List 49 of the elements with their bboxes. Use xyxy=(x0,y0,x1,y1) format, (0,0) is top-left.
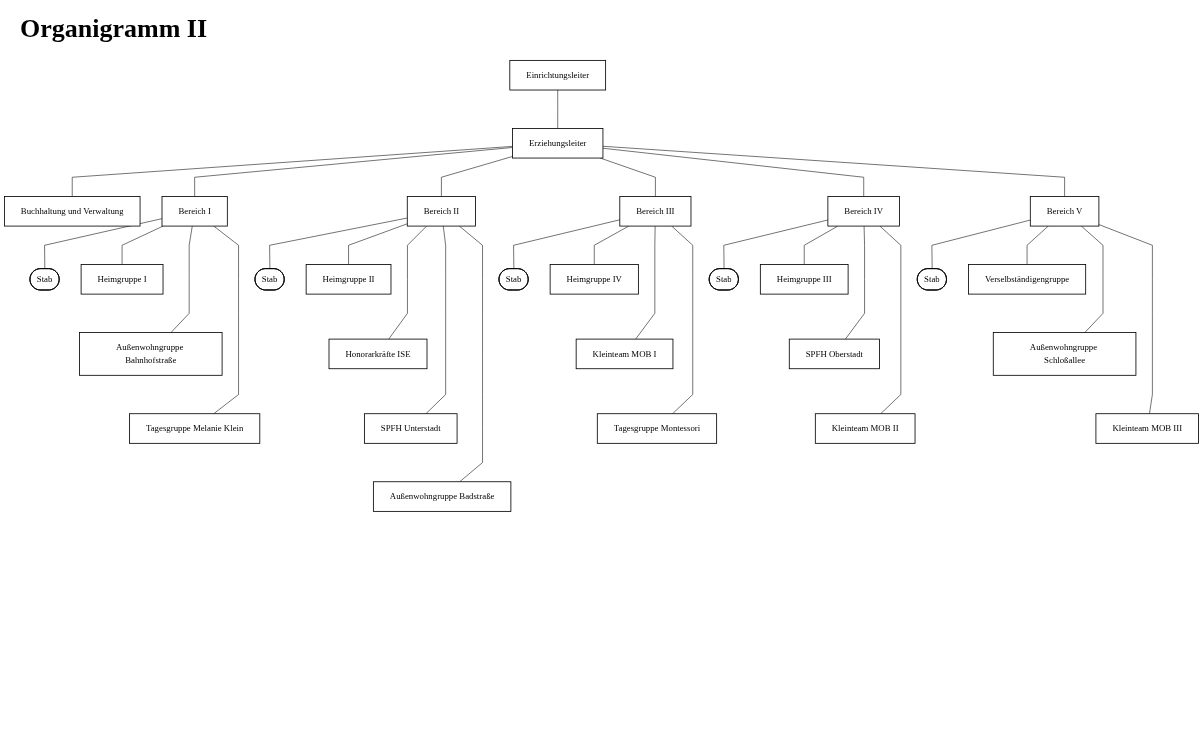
connector xyxy=(44,218,163,270)
node-box: Kleinteam MOB III xyxy=(1095,413,1199,444)
connector xyxy=(459,225,483,483)
node-box: SPFH Oberstadt xyxy=(788,338,880,370)
connector xyxy=(602,146,1065,197)
connector xyxy=(170,225,193,333)
node-box: Bereich I xyxy=(161,196,228,227)
node-box: Buchhaltung und Verwaltung xyxy=(4,196,141,227)
connector xyxy=(1081,225,1104,333)
connector xyxy=(602,148,864,197)
connector xyxy=(879,225,902,414)
connector xyxy=(213,225,239,414)
node-box: SPFH Unterstadt xyxy=(364,413,458,444)
chart-title: Organigramm II xyxy=(20,14,208,44)
node-box: Heimgruppe III xyxy=(759,264,849,295)
connector xyxy=(425,225,446,414)
node-box: Außenwohngruppe Bahnhofstraße xyxy=(79,332,223,376)
node-box: Außenwohngruppe Schloßallee xyxy=(992,332,1137,376)
node-box: Bereich II xyxy=(406,196,476,227)
connector xyxy=(671,225,694,414)
node-box: Heimgruppe I xyxy=(80,264,164,295)
connector xyxy=(441,156,513,197)
connector xyxy=(723,219,829,270)
connector xyxy=(194,147,513,197)
node-box: Bereich IV xyxy=(827,196,900,227)
node-box: Erziehungsleiter xyxy=(512,128,604,159)
node-box: Verselbständigengruppe xyxy=(968,264,1087,295)
node-box: Bereich III xyxy=(619,196,692,227)
node-box: Tagesgruppe Montessori xyxy=(596,413,718,444)
node-box: Außenwohngruppe Badstraße xyxy=(372,481,512,512)
connector xyxy=(931,219,1031,270)
connector xyxy=(1098,224,1153,414)
node-box: Bereich V xyxy=(1029,196,1100,227)
connector xyxy=(269,217,408,270)
connector xyxy=(121,225,164,265)
node-box: Heimgruppe II xyxy=(305,264,392,295)
node-box: Tagesgruppe Melanie Klein xyxy=(129,413,261,444)
node-box: Kleinteam MOB II xyxy=(814,413,916,444)
node-box: Einrichtungsleiter xyxy=(509,60,607,91)
connector xyxy=(513,219,621,270)
connector xyxy=(600,157,656,197)
node-box: Kleinteam MOB I xyxy=(575,338,674,370)
connector xyxy=(348,223,408,265)
connector xyxy=(388,225,427,340)
connector xyxy=(71,146,513,197)
connector xyxy=(557,89,558,129)
connector xyxy=(1026,225,1049,265)
node-box: Heimgruppe IV xyxy=(549,264,639,295)
node-box: Honorarkräfte ISE xyxy=(328,338,428,370)
